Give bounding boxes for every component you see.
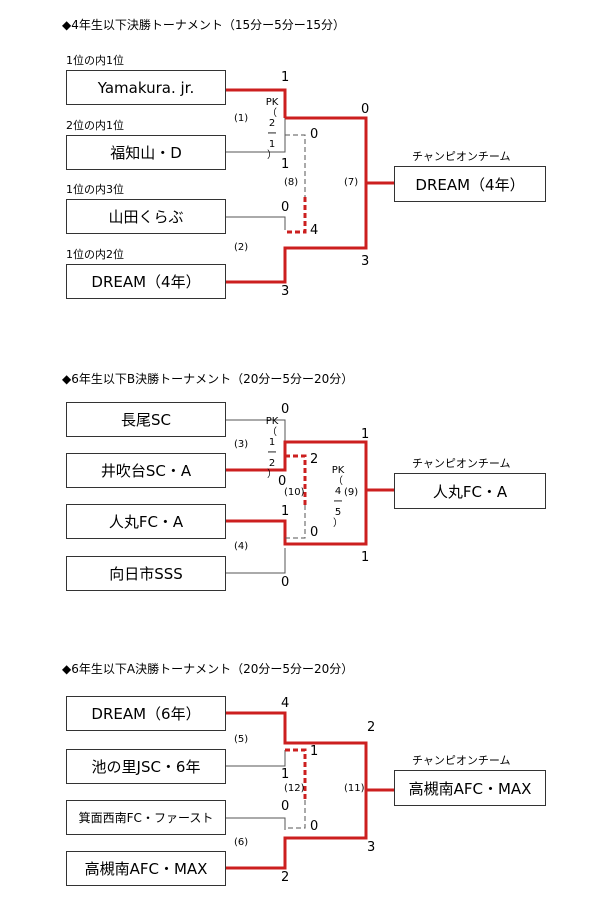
t2-champion-label: チャンピオンチーム: [412, 457, 511, 470]
t2-match-9: (9): [344, 487, 359, 498]
t3-match-6: (6): [234, 837, 249, 848]
t2-team-3: 人丸FC・A: [66, 504, 226, 539]
t3-team-3: 箕面西南FC・ファースト: [66, 800, 226, 835]
t2-score-third-top: 2: [310, 452, 319, 467]
t1-line-win2: [226, 183, 368, 284]
t1-champion-label: チャンピオンチーム: [412, 150, 511, 163]
t1-score-2: 1: [281, 157, 290, 172]
t3-champion: 高槻南AFC・MAX: [394, 770, 546, 806]
t1-seed-1: 1位の内1位: [66, 54, 124, 67]
t2-team-1: 長尾SC: [66, 402, 226, 437]
t3-score-third-bottom: 0: [310, 819, 319, 834]
t3-line-final-top: [283, 713, 368, 790]
t1-match-2: (2): [234, 242, 249, 253]
t1-seed-4: 1位の内2位: [66, 248, 124, 261]
t1-score-final-top: 0: [361, 102, 370, 117]
t2-line-third-win: [285, 454, 307, 505]
t2-score-4: 0: [281, 575, 290, 590]
t1-match-8: (8): [284, 177, 299, 188]
t1-score-4: 3: [281, 284, 290, 299]
t1-score-third-bottom: 4: [310, 223, 319, 238]
t2-champion: 人丸FC・A: [394, 473, 546, 509]
t3-team-4: 高槻南AFC・MAX: [66, 851, 226, 886]
t1-champion: DREAM（4年）: [394, 166, 546, 202]
t1-line-third-win: [285, 197, 307, 234]
t2-line-win1: [226, 440, 368, 490]
t3-lines: [226, 711, 394, 870]
t2-score-third-bottom: 0: [310, 525, 319, 540]
t1-score-3: 0: [281, 200, 290, 215]
t3-champion-label: チャンピオンチーム: [412, 754, 511, 767]
t1-score-third-top: 0: [310, 127, 319, 142]
t2-score-final-bottom: 1: [361, 550, 370, 565]
t1-seed-2: 2位の内1位: [66, 119, 124, 132]
t3-team-2: 池の里JSC・6年: [66, 749, 226, 784]
t1-team-3: 山田くらぶ: [66, 199, 226, 234]
t3-team-1: DREAM（6年）: [66, 696, 226, 731]
t3-line-third-lose: [285, 800, 306, 829]
t2-line-lose2: [226, 548, 286, 574]
t2-team-2: 井吹台SC・A: [66, 453, 226, 488]
t2-pk-score-2: PK （ 4 ー 5 ）: [331, 465, 345, 529]
t3-score-third-top: 1: [310, 744, 319, 759]
t1-line-lose2: [226, 216, 286, 230]
t3-title: ◆6年生以下A決勝トーナメント（20分ー5分ー20分）: [62, 662, 354, 676]
t2-score-2: 0: [278, 474, 287, 489]
t2-line-win2: [226, 490, 368, 546]
t3-score-final-bottom: 3: [367, 840, 376, 855]
t3-score-1: 4: [281, 696, 290, 711]
t3-match-12: (12): [284, 783, 305, 794]
t3-score-4: 2: [281, 870, 290, 885]
t1-title: ◆4年生以下決勝トーナメント（15分ー5分ー15分）: [62, 18, 346, 32]
t1-match-1: (1): [234, 113, 249, 124]
t1-line-win1: [226, 88, 287, 118]
t3-score-3: 0: [281, 799, 290, 814]
t1-match-7: (7): [344, 177, 359, 188]
t1-team-1: Yamakura. jr.: [66, 70, 226, 105]
t1-team-4: DREAM（4年）: [66, 264, 226, 299]
t3-line-win2: [226, 790, 368, 870]
t1-lines: [226, 88, 394, 284]
t3-match-11: (11): [344, 783, 365, 794]
t3-line-lose1: [226, 750, 286, 767]
t2-match-3: (3): [234, 439, 249, 450]
t3-line-lose2: [226, 817, 286, 830]
t2-score-1: 0: [281, 402, 290, 417]
t2-title: ◆6年生以下B決勝トーナメント（20分ー5分ー20分）: [62, 372, 354, 386]
t1-line-lose1: [226, 118, 286, 153]
t2-score-3: 1: [281, 504, 290, 519]
t2-score-final-top: 1: [361, 427, 370, 442]
t1-score-final-bottom: 3: [361, 254, 370, 269]
t2-line-third-lose: [285, 505, 306, 539]
t1-line-final-top: [285, 116, 368, 183]
t3-score-2: 1: [281, 767, 290, 782]
t2-lines: [226, 419, 394, 574]
t3-match-5: (5): [234, 734, 249, 745]
t1-line-third-top: [285, 134, 306, 197]
t2-pk-score-1: PK （ 1 ー 2 ）: [265, 416, 279, 480]
t1-team-2: 福知山・D: [66, 135, 226, 170]
t3-line-third-win: [285, 748, 307, 800]
t2-match-4: (4): [234, 541, 249, 552]
t3-score-final-top: 2: [367, 720, 376, 735]
t1-pk-score: PK （ 2 ー 1 ）: [265, 97, 279, 161]
t2-line-lose1: [226, 419, 286, 450]
t2-match-10: (10): [284, 487, 305, 498]
t1-seed-3: 1位の内3位: [66, 183, 124, 196]
t2-team-4: 向日市SSS: [66, 556, 226, 591]
t1-score-1: 1: [281, 70, 290, 85]
